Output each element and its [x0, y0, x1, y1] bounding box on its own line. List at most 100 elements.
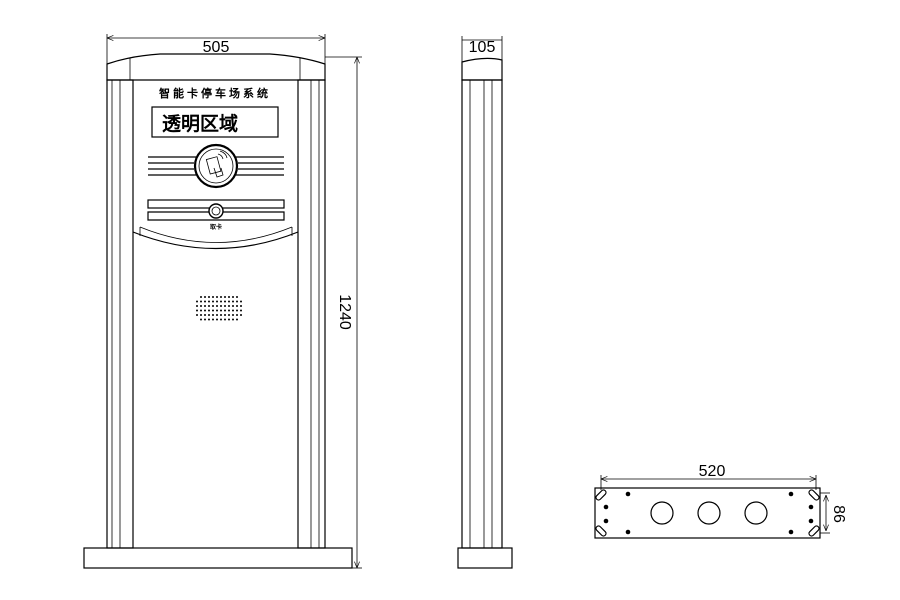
grille-hole [224, 305, 226, 307]
grille-hole [228, 309, 230, 312]
grille-hole [224, 318, 226, 321]
grille-hole [236, 309, 238, 312]
bolt-hole [808, 518, 814, 524]
plate-depth-label: 86 [830, 505, 847, 523]
slot-hole [808, 525, 820, 537]
grille-hole [212, 318, 214, 321]
grille-hole [208, 309, 210, 312]
grille-hole [196, 305, 198, 307]
grille-hole [220, 300, 222, 303]
height-dimension-label: 1240 [336, 294, 353, 330]
grille-hole [216, 300, 218, 303]
grille-hole [236, 314, 238, 316]
grille-hole [216, 296, 218, 298]
grille-hole [196, 300, 198, 303]
grille-hole [224, 309, 226, 312]
base-plate [594, 487, 821, 539]
grille-hole [220, 309, 222, 312]
grille-hole [216, 318, 218, 321]
bolt-hole [808, 504, 814, 510]
display-label: 透明区域 [162, 112, 238, 135]
grille-hole [204, 296, 206, 298]
grille-hole [212, 309, 214, 312]
grille-hole [236, 305, 238, 307]
slot-hole [595, 489, 607, 501]
card-reader-icon [193, 143, 239, 189]
grille-hole [204, 309, 206, 312]
grille-hole [208, 296, 210, 298]
grille-hole [220, 305, 222, 307]
side-column [461, 79, 503, 549]
header-text: 智能卡停车场系统 [159, 86, 271, 100]
mounting-holes [595, 489, 820, 537]
plate-width-label: 520 [699, 463, 726, 480]
bolt-hole [625, 491, 631, 497]
grille-hole [212, 305, 214, 307]
grille-hole [200, 300, 202, 303]
grille-hole [200, 309, 202, 312]
bolt-hole [603, 504, 609, 510]
grille-hole [224, 314, 226, 316]
slot-hole [595, 525, 607, 537]
bolt-hole [788, 491, 794, 497]
grille-hole [232, 309, 234, 312]
grille-hole [216, 309, 218, 312]
panel-curve [132, 231, 299, 250]
grille-hole [220, 296, 222, 298]
grille-hole [204, 300, 206, 303]
depth-dimension-label: 105 [469, 39, 496, 56]
grille-hole [200, 314, 202, 316]
grille-hole [228, 314, 230, 316]
front-base [83, 547, 353, 569]
grille-hole [236, 318, 238, 321]
grille-hole [196, 309, 198, 312]
grille-hole [220, 314, 222, 316]
right-post [297, 79, 326, 549]
grille-hole [224, 296, 226, 298]
grille-hole [232, 300, 234, 303]
display-window [151, 106, 279, 138]
grille-hole [228, 300, 230, 303]
speaker-grille [196, 296, 242, 321]
grille-hole [216, 305, 218, 307]
slot-hole [808, 489, 820, 501]
front-view: 505 智能卡停车场系统 透明区域 [83, 34, 362, 569]
grille-hole [200, 296, 202, 298]
bolt-hole [625, 529, 631, 535]
grille-hole [240, 314, 242, 316]
base-plate-view: 520 86 [594, 463, 847, 539]
top-cap [106, 53, 326, 81]
grille-hole [204, 318, 206, 321]
grille-hole [232, 296, 234, 298]
ticket-slot-lower [147, 211, 285, 221]
grille-hole [232, 305, 234, 307]
grille-hole [208, 314, 210, 316]
grille-hole [212, 314, 214, 316]
grille-hole [240, 300, 242, 303]
grille-hole [204, 314, 206, 316]
grille-hole [240, 309, 242, 312]
grille-hole [208, 300, 210, 303]
grille-hole [212, 300, 214, 303]
grille-hole [240, 305, 242, 307]
grille-hole [216, 314, 218, 316]
side-cap [461, 57, 503, 81]
width-dimension-label: 505 [203, 39, 230, 56]
grille-hole [236, 300, 238, 303]
grille-hole [208, 305, 210, 307]
grille-hole [236, 296, 238, 298]
grille-hole [232, 314, 234, 316]
grille-hole [228, 318, 230, 321]
grille-hole [196, 314, 198, 316]
grille-hole [228, 296, 230, 298]
grille-hole [224, 300, 226, 303]
grille-hole [232, 318, 234, 321]
button-label: 取卡 [210, 223, 222, 231]
grille-hole [212, 296, 214, 298]
grille-hole [200, 305, 202, 307]
side-view: 105 [457, 36, 513, 569]
bolt-hole [603, 518, 609, 524]
take-ticket-button[interactable]: 取卡 [208, 203, 224, 231]
grille-hole [204, 305, 206, 307]
